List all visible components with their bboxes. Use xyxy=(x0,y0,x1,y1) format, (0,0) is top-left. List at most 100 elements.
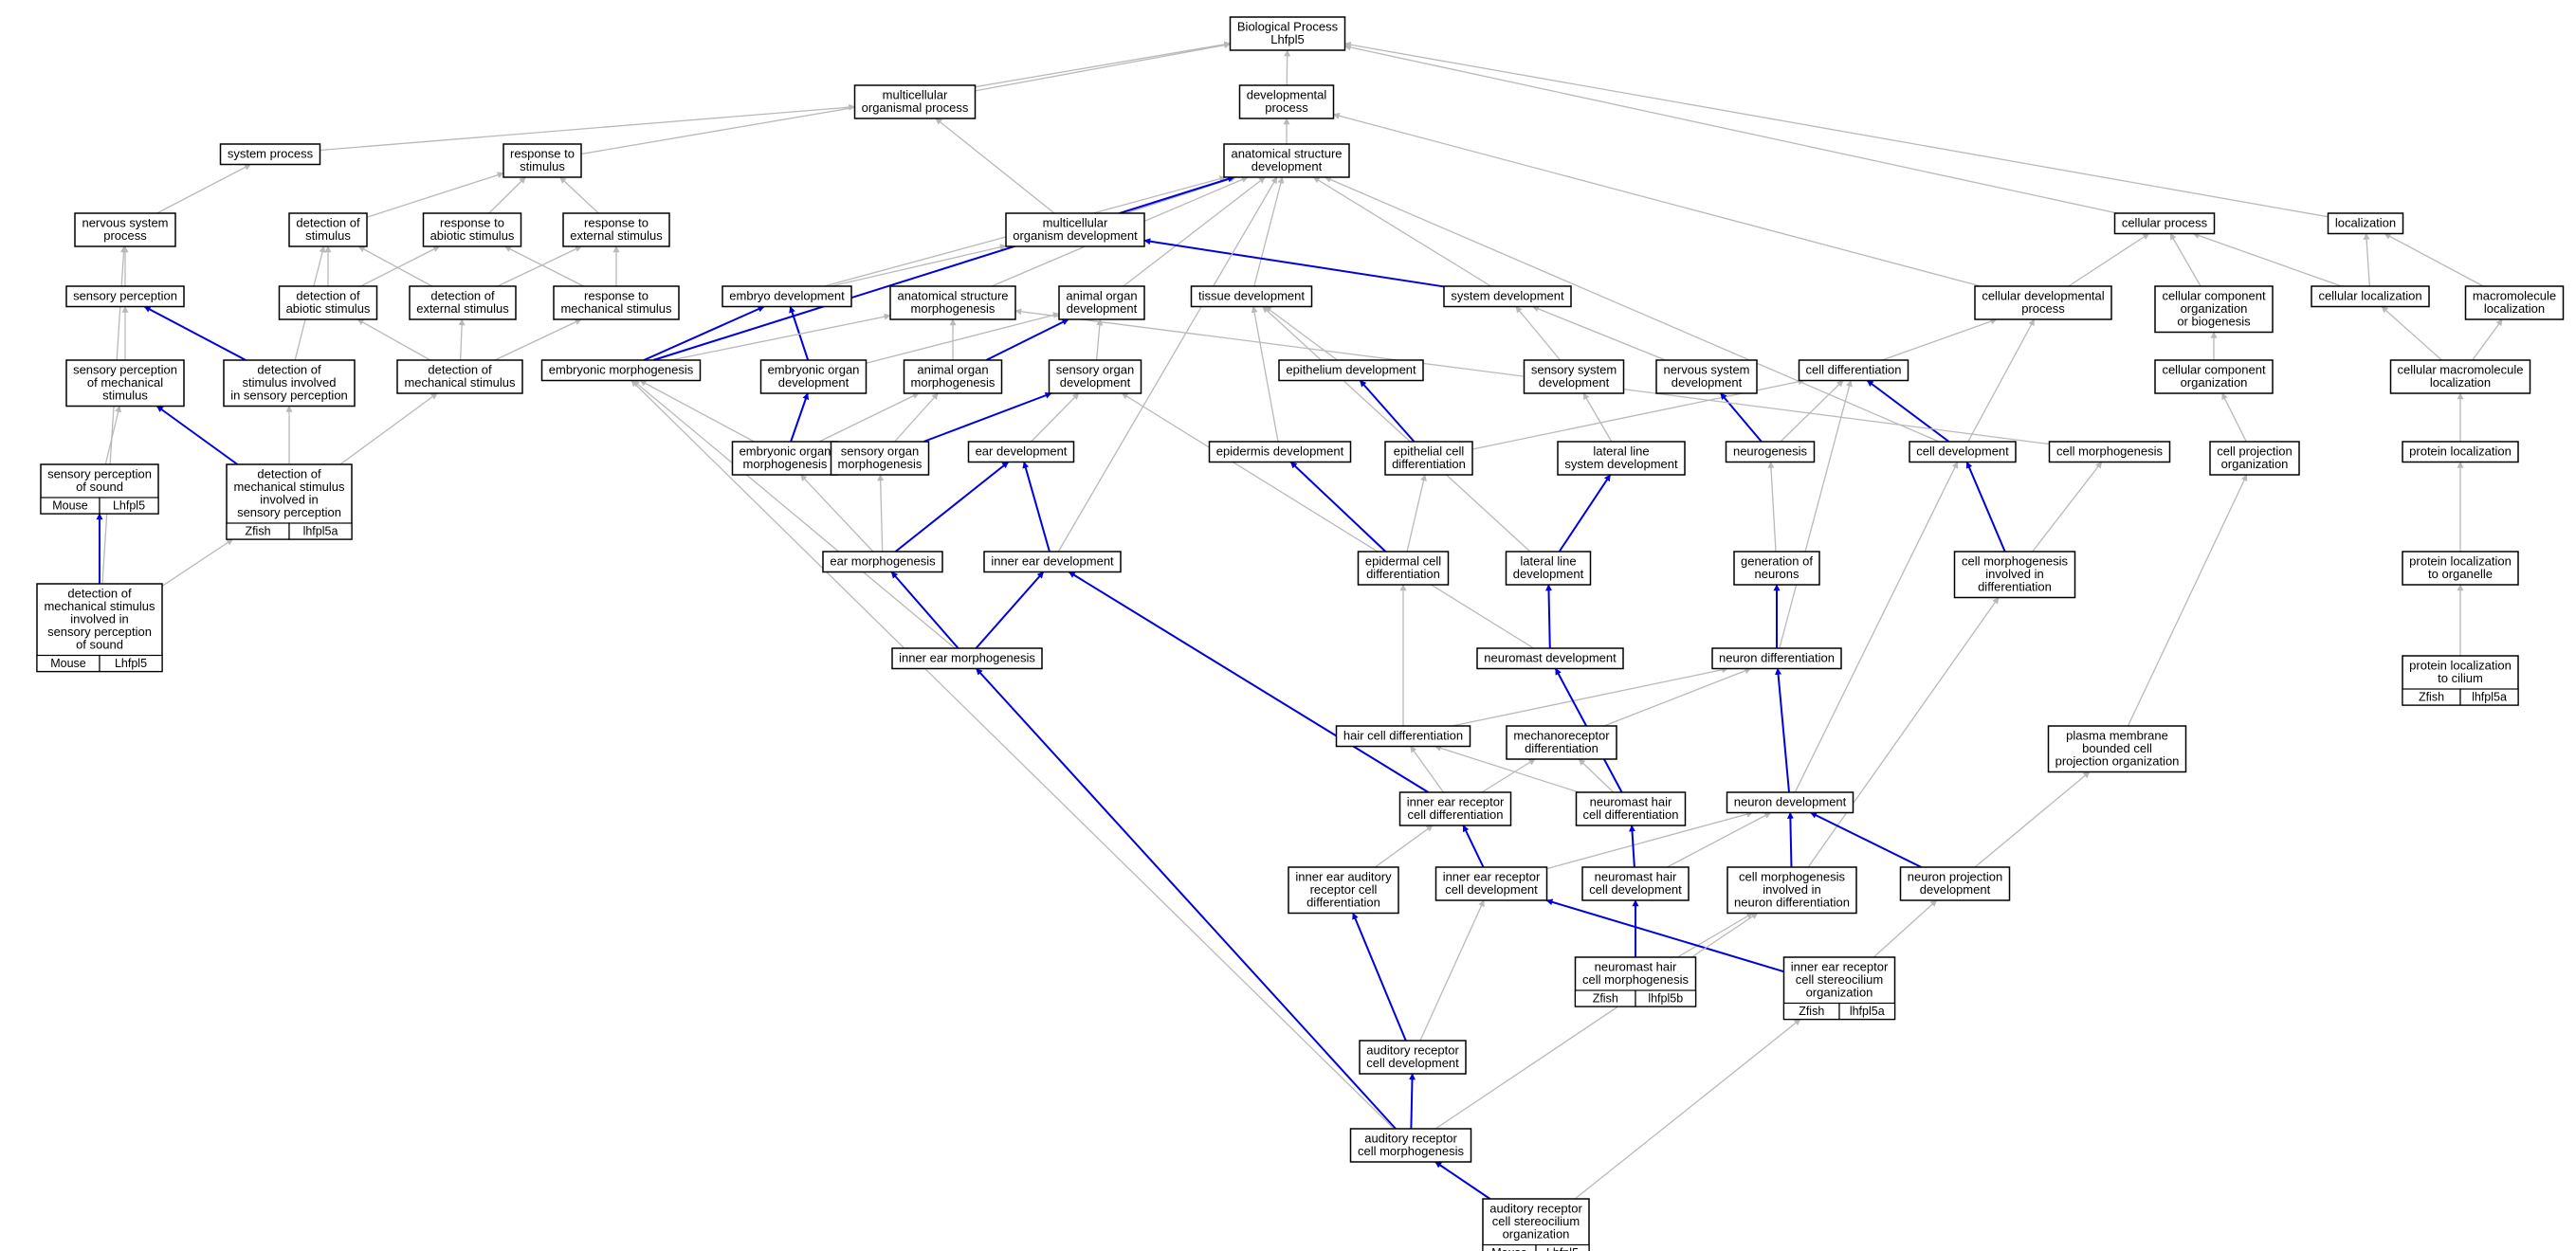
term-node-loc[interactable]: localization xyxy=(2327,212,2404,235)
term-node-cmorph[interactable]: cell morphogenesis xyxy=(2048,441,2171,463)
mouse-annotation-cell[interactable]: Lhfpl5 xyxy=(99,497,159,515)
zebrafish-annotation-cell[interactable]: lhfpl5b xyxy=(1635,989,1697,1007)
term-node-em[interactable]: embryonic morphogenesis xyxy=(540,359,702,382)
term-node-epid[interactable]: epidermis development xyxy=(1208,441,1352,463)
term-node-cdiff[interactable]: cell differentiation xyxy=(1798,359,1909,382)
term-box xyxy=(1711,647,1842,670)
term-node-cp[interactable]: cellular process xyxy=(2113,212,2216,235)
mouse-annotation-cell[interactable]: Mouse xyxy=(36,654,100,673)
term-node-ndev[interactable]: neuron development xyxy=(1726,791,1854,814)
zebrafish-annotation-cell[interactable]: Zfish xyxy=(1574,989,1636,1007)
term-label-line: development xyxy=(1920,882,1991,897)
term-box xyxy=(65,285,185,308)
term-node-sd[interactable]: system development xyxy=(1443,285,1572,308)
zebrafish-annotation-cell[interactable]: Zfish xyxy=(2402,688,2461,706)
mouse-annotation-cell[interactable]: Mouse xyxy=(1482,1243,1537,1251)
term-node-nmd[interactable]: neuromast development xyxy=(1476,647,1624,670)
term-node-eard[interactable]: ear development xyxy=(967,441,1075,463)
term-node-iem[interactable]: inner ear morphogenesis xyxy=(891,647,1043,670)
zebrafish-annotation-cell[interactable]: Zfish xyxy=(226,522,290,540)
zebrafish-annotation-cell[interactable]: lhfpl5a xyxy=(1838,1002,1896,1021)
term-node-earm[interactable]: ear morphogenesis xyxy=(822,551,943,573)
zebrafish-annotation-cell[interactable]: lhfpl5a xyxy=(288,522,353,540)
mouse-annotation-cell[interactable]: Lhfpl5 xyxy=(99,654,163,673)
term-node-ndiff[interactable]: neuron differentiation xyxy=(1711,647,1842,670)
edge-cp-to-bp xyxy=(1343,44,2118,214)
term-node-hcd[interactable]: hair cell differentiation xyxy=(1335,725,1471,748)
term-node-epd[interactable]: epithelium development xyxy=(1278,359,1424,382)
term-node-pl[interactable]: protein localization xyxy=(2402,441,2519,463)
term-label-line: embryo development xyxy=(729,289,845,303)
term-node-td[interactable]: tissue development xyxy=(1190,285,1313,308)
mouse-annotation-cell[interactable]: Lhfpl5 xyxy=(1535,1243,1590,1251)
term-node-cl[interactable]: cellular localization xyxy=(2311,285,2430,308)
zebrafish-annotation-cell[interactable]: Zfish xyxy=(1782,1002,1840,1021)
term-node-sper[interactable]: sensory perception xyxy=(65,285,185,308)
term-label-line: neuromast hair xyxy=(1595,960,1677,974)
zebrafish-annotation-cell[interactable]: lhfpl5a xyxy=(2459,688,2519,706)
term-node-cdev[interactable]: cell development xyxy=(1909,441,2017,463)
term-node-ied[interactable]: inner ear development xyxy=(983,551,1122,573)
mouse-annotation-cell[interactable]: Mouse xyxy=(40,497,100,515)
term-node-sp[interactable]: system process xyxy=(219,143,321,166)
term-node-neurog[interactable]: neurogenesis xyxy=(1725,441,1816,463)
term-node-ed[interactable]: embryo development xyxy=(722,285,852,308)
